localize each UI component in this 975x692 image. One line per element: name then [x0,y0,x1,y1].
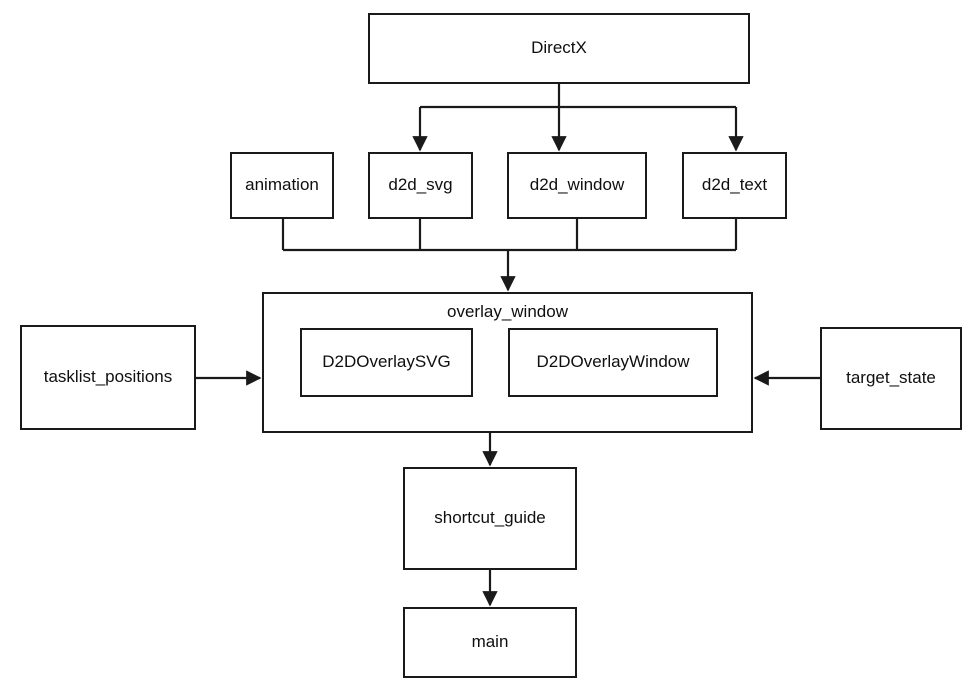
node-animation[interactable]: animation [230,152,334,219]
node-d2d-overlay-svg[interactable]: D2DOverlaySVG [300,328,473,397]
node-overlay-window[interactable]: overlay_window [262,292,753,433]
node-shortcut-guide[interactable]: shortcut_guide [403,467,577,570]
node-d2d-window[interactable]: d2d_window [507,152,647,219]
node-animation-label: animation [245,175,319,195]
node-d2d-overlay-window[interactable]: D2DOverlayWindow [508,328,718,397]
node-shortcut-guide-label: shortcut_guide [434,508,546,528]
node-d2d-overlay-svg-label: D2DOverlaySVG [322,352,451,372]
node-d2d-text-label: d2d_text [701,175,768,195]
node-main-label: main [471,632,509,652]
node-tasklist-positions[interactable]: tasklist_positions [20,325,196,430]
node-main[interactable]: main [403,607,577,678]
node-d2d-svg[interactable]: d2d_svg [368,152,473,219]
node-target-state[interactable]: target_state [820,327,962,430]
node-d2d-window-label: d2d_window [529,175,625,195]
node-target-state-label: target_state [846,368,936,388]
node-d2d-svg-label: d2d_svg [388,175,453,195]
node-directx[interactable]: DirectX [368,13,750,84]
node-d2d-text[interactable]: d2d_text [682,152,787,219]
node-tasklist-positions-label: tasklist_positions [43,367,173,387]
node-d2d-overlay-window-label: D2DOverlayWindow [536,352,690,372]
node-overlay-window-label: overlay_window [447,302,568,321]
node-directx-label: DirectX [531,38,587,58]
